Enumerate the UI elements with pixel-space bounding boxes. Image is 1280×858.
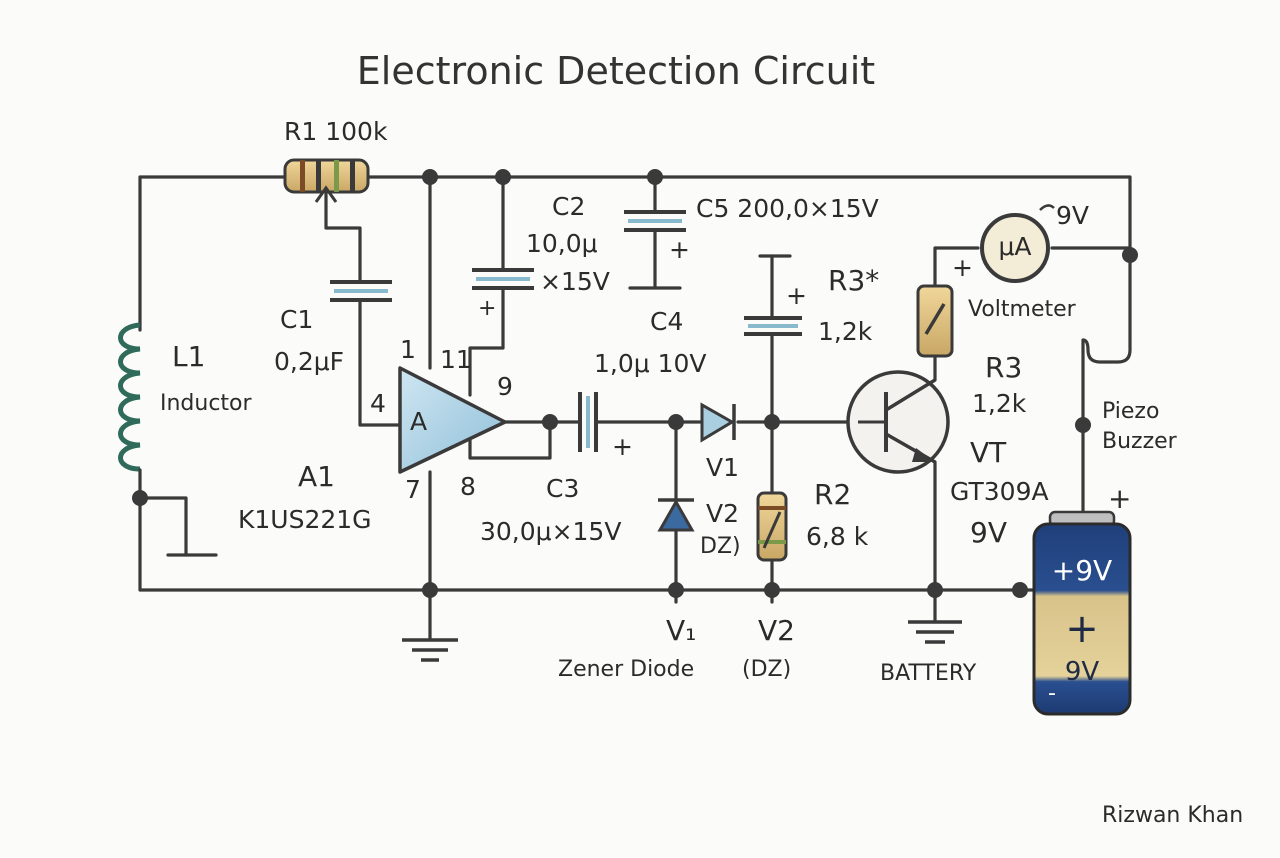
r3star-value: 1,2k <box>818 317 873 346</box>
pin11-label: 11 <box>440 345 472 374</box>
vt-part: GT309A <box>950 477 1049 506</box>
v2-label: V2 <box>706 499 739 528</box>
v2-sub: DZ) <box>700 534 741 559</box>
r2-value: 6,8 k <box>806 522 869 551</box>
a1-label: A1 <box>298 460 335 493</box>
zener-diode <box>657 498 695 532</box>
c3-plus: + <box>612 432 633 461</box>
c2-label: C2 <box>552 192 585 221</box>
battery-plus: + <box>1108 482 1131 515</box>
r1-label: R1 100k <box>284 117 388 146</box>
capacitor-c1 <box>330 280 392 302</box>
capacitor-c2 <box>472 268 534 290</box>
battery-top: +9V <box>1052 554 1112 587</box>
capacitor-c4 <box>744 316 802 336</box>
microammeter: μA <box>980 204 1055 283</box>
resistor-r1 <box>283 158 370 212</box>
voltmeter-label: Voltmeter <box>968 297 1077 322</box>
c3-value: 30,0μ×15V <box>480 517 621 546</box>
r3-value: 1,2k <box>972 389 1027 418</box>
meter-voltage: 9V <box>1056 201 1089 230</box>
r3-label: R3 <box>985 351 1022 384</box>
pin7-label: 7 <box>405 475 421 504</box>
r3star-plus: + <box>786 281 807 310</box>
c1-label: C1 <box>280 305 313 334</box>
c2-plus: + <box>478 296 496 321</box>
resistor-r3 <box>916 284 954 358</box>
bottom-dz: (DZ) <box>742 657 791 682</box>
c2-value: 10,0μ <box>526 229 598 258</box>
capacitor-c3 <box>578 392 598 452</box>
l1-label: L1 <box>172 340 205 373</box>
bottom-v1: V₁ <box>666 614 696 647</box>
piezo-label: Piezo <box>1102 399 1159 424</box>
battery-label: BATTERY <box>880 661 977 686</box>
pin4-label: 4 <box>370 389 386 418</box>
c5-plus: + <box>669 235 690 264</box>
c1-value: 0,2μF <box>274 347 344 376</box>
c4-value: 1,0μ 10V <box>594 349 707 378</box>
battery-minus: - <box>1048 681 1056 706</box>
v1-label: V1 <box>706 453 739 482</box>
bottom-v2: V2 <box>758 614 795 647</box>
author-signature: Rizwan Khan <box>1102 803 1243 828</box>
a1-part: K1US221G <box>238 505 372 534</box>
resistor-r2 <box>756 491 788 562</box>
ground-icon <box>908 620 962 644</box>
amp-letter: A <box>410 407 427 436</box>
page-title: Electronic Detection Circuit <box>357 49 875 93</box>
transistor-vt <box>846 370 950 474</box>
amplifier-a1: A <box>398 366 507 474</box>
battery-icon: +9V + 9V - <box>1018 510 1132 716</box>
c3-label: C3 <box>546 474 579 503</box>
battery-mid: + <box>1065 606 1099 652</box>
r3star-label: R3* <box>828 264 879 297</box>
diode-v1 <box>700 402 736 443</box>
pin8-label: 8 <box>460 472 476 501</box>
buzzer-label: Buzzer <box>1102 429 1178 454</box>
c4-label: C4 <box>650 307 683 336</box>
ground-icon <box>402 638 458 662</box>
c5-label: C5 200,0×15V <box>696 194 879 223</box>
battery-bottom: 9V <box>1065 657 1100 687</box>
meter-plus: + <box>952 253 973 282</box>
vt-label: VT <box>970 436 1007 469</box>
pin9-label: 9 <box>497 372 513 401</box>
pin1-label: 1 <box>400 335 416 364</box>
vt-voltage: 9V <box>970 516 1007 549</box>
l1-desc: Inductor <box>160 391 253 416</box>
r2-label: R2 <box>814 478 851 511</box>
capacitor-c5 <box>624 210 686 232</box>
meter-symbol: μA <box>998 232 1031 261</box>
c2-voltage: ×15V <box>540 267 610 296</box>
zener-label: Zener Diode <box>558 657 694 682</box>
inductor-l1 <box>118 322 142 502</box>
